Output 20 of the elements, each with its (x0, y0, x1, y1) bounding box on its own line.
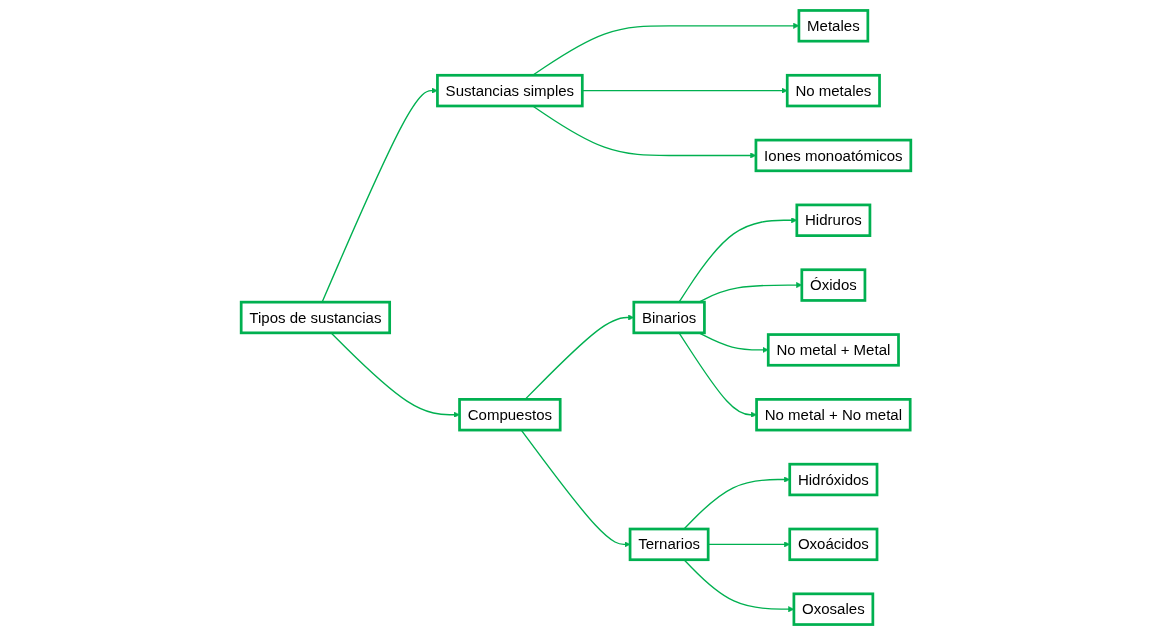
node-box: Hidruros (795, 203, 872, 237)
node-box: Compuestos (458, 398, 562, 432)
node-box: Oxoácidos (788, 527, 879, 562)
arrow (698, 332, 769, 353)
node-box: Ternarios (628, 527, 710, 562)
arrow (683, 476, 790, 530)
node-box: Metales (797, 9, 870, 43)
arrow (330, 332, 460, 418)
node-box: Iones monoatómicos (754, 138, 913, 173)
node-box: Binarios (632, 300, 706, 335)
arrow (321, 87, 438, 303)
node-box: Sustancias simples (436, 73, 584, 108)
node-box: No metales (785, 73, 881, 108)
arrow (678, 332, 757, 418)
node-box: Oxosales (792, 592, 875, 626)
node-box: Óxidos (800, 268, 867, 302)
node-box: No metal + No metal (755, 398, 912, 432)
node-box: Hidróxidos (788, 462, 879, 497)
node-box: Tipos de sustancias (239, 300, 392, 335)
node-box: No metal + Metal (766, 333, 900, 367)
